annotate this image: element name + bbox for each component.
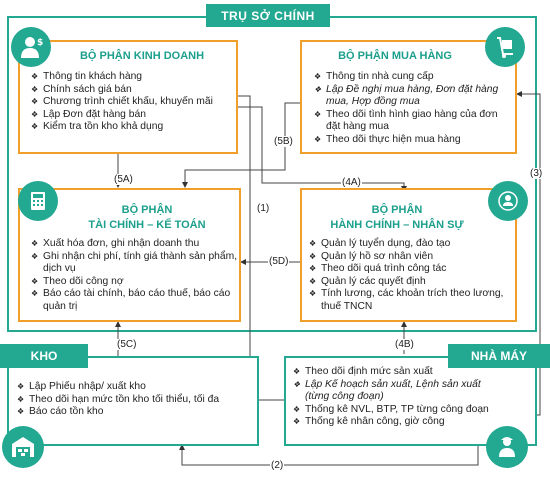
- flow-label-5a: (5A): [113, 174, 134, 185]
- headquarters-title: TRỤ SỞ CHÍNH: [206, 4, 330, 27]
- hr-title-line2: HÀNH CHÍNH – NHÂN SỰ: [330, 219, 464, 231]
- warehouse-title: KHO: [0, 344, 88, 368]
- flow-label-5b: (5B): [273, 136, 294, 147]
- list-item: Thống kê NVL, BTP, TP từng công đoạn: [293, 404, 493, 417]
- list-item: Quản lý hồ sơ nhân viên: [309, 251, 515, 264]
- list-item: Lập Kế hoạch sản xuất, Lệnh sản xuất (từ…: [293, 379, 493, 404]
- sales-task-list: Thông tin khách hàng Chính sách giá bán …: [31, 71, 236, 134]
- flow-label-3: (3): [529, 168, 544, 179]
- sales-title: BỘ PHẬN KINH DOANH: [79, 50, 205, 62]
- factory-task-list: Theo dõi định mức sản xuất Lập Kế hoạch …: [293, 366, 493, 429]
- flow-label-2: (2): [270, 460, 285, 471]
- list-item: Lập Phiếu nhập/ xuất kho: [17, 381, 255, 394]
- finance-title-line1: BỘ PHẬN: [121, 204, 173, 216]
- list-item: Thông tin khách hàng: [31, 71, 236, 84]
- hand-truck-icon: [485, 27, 525, 67]
- list-item: Theo dõi định mức sản xuất: [293, 366, 493, 379]
- list-item: Quản lý tuyển dụng, đào tạo: [309, 238, 515, 251]
- list-item: Báo cáo tồn kho: [17, 406, 255, 419]
- list-item: Thống kê nhân công, giờ công: [293, 416, 493, 429]
- factory-title: NHÀ MÁY: [448, 344, 550, 368]
- list-item: Ghi nhận chi phí, tính giá thành sản phẩ…: [31, 251, 239, 276]
- list-item: Xuất hóa đơn, ghi nhận doanh thu: [31, 238, 239, 251]
- list-item: Chương trình chiết khấu, khuyến mãi: [31, 96, 236, 109]
- finance-title-line2: TÀI CHÍNH – KẾ TOÁN: [88, 219, 206, 231]
- flow-label-1: (1): [256, 203, 271, 214]
- list-item: Theo dõi thực hiện mua hàng: [314, 134, 512, 147]
- list-item: Theo dõi quá trình công tác: [309, 263, 515, 276]
- list-item: Theo dõi công nợ: [31, 276, 239, 289]
- hr-title-line1: BỘ PHẬN: [371, 204, 423, 216]
- flow-label-5d: (5D): [268, 256, 290, 267]
- factory-worker-icon: [486, 426, 528, 468]
- list-item: Thông tin nhà cung cấp: [314, 71, 512, 84]
- list-item: Quản lý các quyết định: [309, 276, 515, 289]
- list-item: Theo dõi hạn mức tồn kho tối thiểu, tối …: [17, 394, 255, 407]
- list-item: Kiểm tra tồn kho khả dụng: [31, 121, 236, 134]
- warehouse-icon: [2, 426, 44, 468]
- warehouse-task-list: Lập Phiếu nhập/ xuất kho Theo dõi hạn mứ…: [17, 381, 255, 419]
- purchasing-title: BỘ PHẬN MUA HÀNG: [338, 50, 452, 62]
- flow-label-5c: (5C): [116, 339, 138, 350]
- svg-text:$: $: [37, 38, 43, 48]
- people-network-icon: [488, 181, 528, 221]
- list-item: Báo cáo tài chính, báo cáo thuế, báo cáo…: [31, 288, 239, 313]
- purchasing-task-list: Thông tin nhà cung cấp Lập Đề nghị mua h…: [314, 71, 512, 147]
- flow-label-4a: (4A): [341, 177, 362, 188]
- list-item: Chính sách giá bán: [31, 84, 236, 97]
- list-item: Lập Đơn đặt hàng bán: [31, 109, 236, 122]
- finance-task-list: Xuất hóa đơn, ghi nhận doanh thu Ghi nhậ…: [31, 238, 239, 314]
- hr-task-list: Quản lý tuyển dụng, đào tạo Quản lý hồ s…: [309, 238, 515, 314]
- calculator-icon: [18, 181, 58, 221]
- flow-label-4b: (4B): [394, 339, 415, 350]
- list-item: Tính lương, các khoản trích theo lương, …: [309, 288, 515, 313]
- list-item: Theo dõi tình hình giao hàng của đơn đặt…: [314, 109, 512, 134]
- list-item: Lập Đề nghị mua hàng, Đơn đặt hàng mua, …: [314, 84, 512, 109]
- businessman-icon: $: [11, 27, 51, 67]
